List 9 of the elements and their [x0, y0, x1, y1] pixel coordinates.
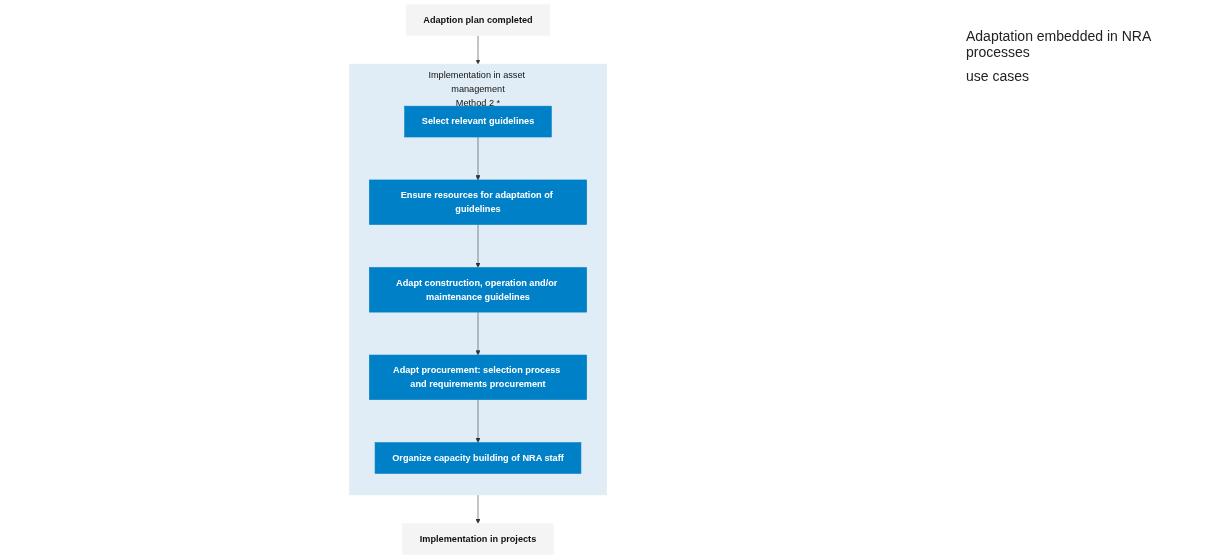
node-box: Select relevant guidelines — [404, 105, 552, 138]
node-box: Ensure resources for adaptation of guidelines — [369, 179, 587, 225]
node-box: Adapt procurement: selection process and requirements procurement — [369, 354, 587, 400]
node-box: Adapt construction, operation and/or maintenance guidelines — [369, 267, 587, 313]
node-box: Implementation in projects — [402, 523, 554, 555]
note-text: Adaptation embedded in NRA processes — [966, 28, 1152, 60]
node-box: Adaption plan completed — [405, 4, 551, 36]
note-text: use cases — [966, 68, 1031, 84]
node-box: Organize capacity building of NRA staff — [374, 442, 582, 474]
